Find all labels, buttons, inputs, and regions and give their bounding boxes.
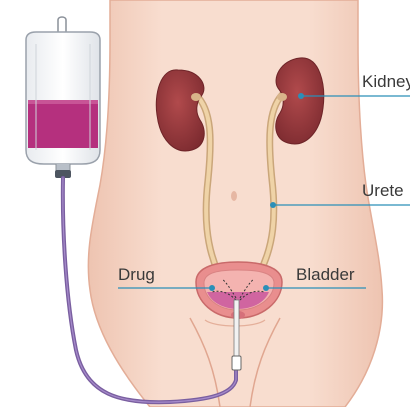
iv-bag-drug-liquid <box>28 100 98 148</box>
label-drug: Drug <box>118 265 155 284</box>
label-ureter: Urete <box>362 181 404 200</box>
catheter-connector <box>232 356 241 370</box>
kidney-right-hilum <box>277 93 287 101</box>
bladder-leader-dot <box>263 285 269 291</box>
navel <box>231 191 237 201</box>
kidney-leader-dot <box>298 93 304 99</box>
drug-leader-dot <box>209 285 215 291</box>
iv-bag-liquid-surface <box>28 100 98 104</box>
kidney-left-hilum <box>191 93 201 101</box>
label-kidney: Kidney <box>362 72 410 91</box>
ureter-leader-dot <box>270 202 276 208</box>
label-bladder: Bladder <box>296 265 355 284</box>
iv-bag-hanger <box>58 17 66 32</box>
